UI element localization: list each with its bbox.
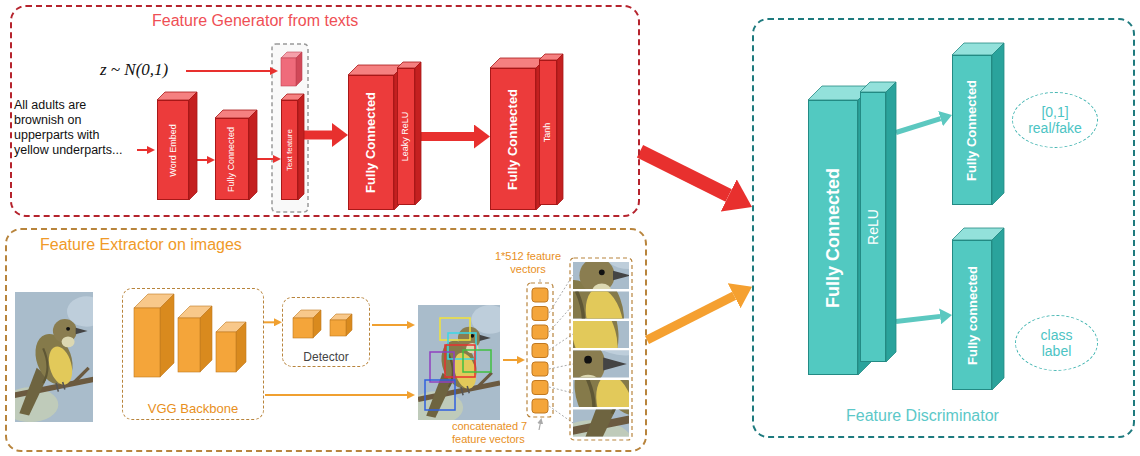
detector-box: Detector (282, 297, 370, 367)
node-label: Feature Discriminator (846, 406, 999, 425)
node-label: Fully Connected (228, 126, 237, 191)
activation-block: Leaky ReLU (397, 68, 415, 205)
node-label: Fully Connected (365, 92, 378, 193)
block-face (249, 110, 257, 200)
layer-block: Fully Connected (952, 55, 992, 205)
node-label: Text feature (286, 129, 294, 171)
block-face (298, 94, 304, 200)
layer-block: Fully connected (952, 240, 992, 390)
activation-block: Tanh (539, 60, 557, 205)
node-label: Feature Extractor on images (40, 235, 242, 254)
backbone-box: VGG Backbone (122, 288, 264, 420)
connector-arrow (640, 151, 729, 195)
output-ellipse: [0,1] real/fake (1012, 92, 1098, 148)
connector-arrow (264, 321, 274, 323)
block-face (189, 92, 197, 200)
layer-block: Fully Connected (215, 118, 249, 200)
connector-arrow (421, 132, 474, 141)
node-label: Fully connected (966, 266, 979, 365)
node-label: Word Embed (169, 124, 178, 176)
node-label: class label (1026, 327, 1087, 359)
connector-arrow (304, 131, 332, 140)
description-text: All adults are brownish on upperparts wi… (14, 98, 134, 158)
activation-block: ReLU (860, 92, 886, 362)
connector-arrow (197, 159, 207, 161)
node-label: Leaky ReLU (402, 112, 411, 162)
node-label: Fully Connected (966, 79, 979, 180)
node-label: Fully Connected (824, 167, 842, 307)
node-label: [0,1] real/fake (1023, 104, 1087, 136)
connector-arrow (896, 316, 940, 321)
node-label: Tanh (544, 123, 553, 143)
layer-block: Word Embed (157, 100, 189, 200)
discriminator-group: Feature DiscriminatorFully ConnectedReLU… (752, 18, 1135, 438)
annotation: 1*512 feature vectors (490, 250, 566, 276)
annotation: concatenated 7 feature vectors (452, 420, 548, 446)
node-label: ReLU (866, 209, 880, 245)
noise-formula: z ~ N(0,1) (100, 60, 168, 80)
node-label: Detector (303, 350, 348, 364)
node-label: Feature Generator from texts (152, 11, 358, 30)
generator-group: Feature Generator from textsWord Embed Fu… (10, 5, 640, 217)
connector-arrow (257, 158, 273, 160)
block-face (992, 43, 1004, 205)
node-label: VGG Backbone (148, 401, 238, 417)
layer-block: Fully Connected (348, 75, 394, 210)
feature-block: Text feature (281, 100, 298, 200)
connector-arrow (647, 296, 734, 340)
output-ellipse: class label (1015, 315, 1098, 371)
layer-block: Fully Connected (490, 68, 536, 210)
block-face (886, 82, 896, 362)
connector-arrow (896, 119, 941, 133)
block-face (557, 54, 563, 205)
layer-block: Fully Connected (808, 100, 858, 375)
block-face (992, 228, 1004, 390)
block-face (415, 62, 421, 205)
node-label: Fully Connected (507, 88, 520, 189)
